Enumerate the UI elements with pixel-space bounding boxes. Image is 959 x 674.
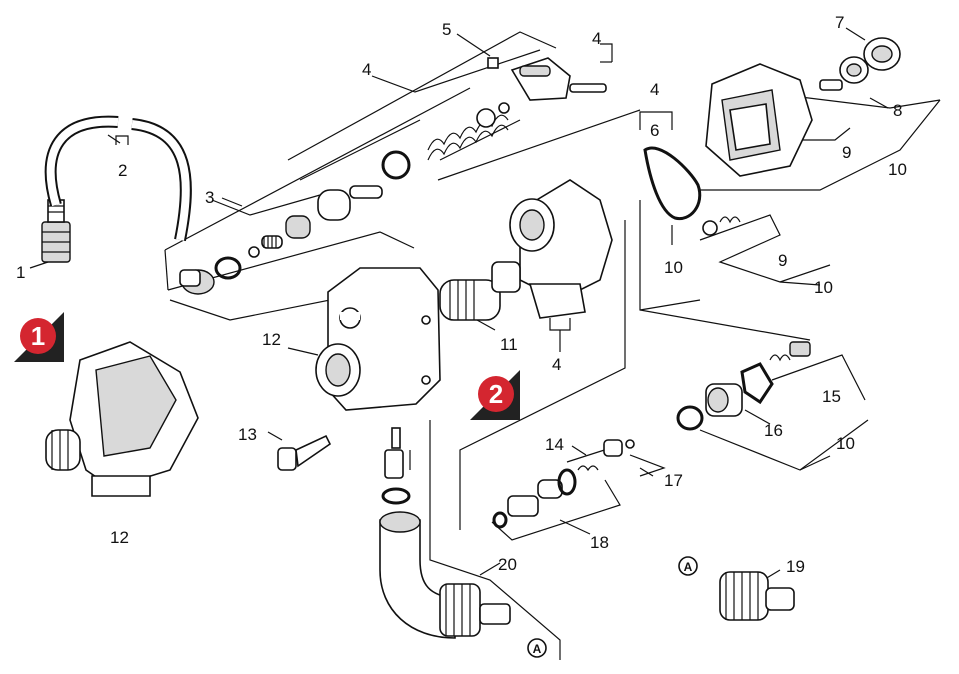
label-8: 8 — [893, 101, 902, 120]
valve-piston-parts — [317, 102, 510, 221]
valve-body-part — [509, 179, 613, 352]
housing-part — [315, 267, 441, 411]
label-11: 11 — [500, 335, 518, 354]
label-20: 20 — [498, 555, 517, 574]
coupling-part — [719, 571, 795, 621]
hose-part — [44, 115, 192, 242]
label-16: 16 — [764, 421, 783, 440]
label-4-top: 4 — [362, 60, 371, 79]
spring-valve-parts — [702, 216, 741, 236]
label-4-bracket: 4 — [592, 29, 601, 48]
threaded-nipple-part — [439, 261, 521, 321]
label-10-pump: 10 — [888, 160, 907, 179]
label-10-unloader: 10 — [836, 434, 855, 453]
label-14: 14 — [545, 435, 564, 454]
part-labels: 1 2 3 4 4 4 4 5 6 7 8 9 9 10 10 10 10 11… — [16, 13, 907, 576]
oval-seal-part — [643, 146, 702, 245]
label-10-seal: 10 — [664, 258, 683, 277]
badge-1: 1 — [14, 312, 64, 362]
label-6: 6 — [650, 121, 659, 140]
label-4-body: 4 — [552, 355, 561, 374]
label-9-top: 9 — [842, 143, 851, 162]
label-17: 17 — [664, 471, 683, 490]
valve-stem-parts — [492, 439, 635, 529]
label-1: 1 — [16, 263, 25, 282]
label-3: 3 — [205, 188, 214, 207]
svg-text:2: 2 — [489, 379, 503, 409]
strainer-part — [41, 199, 71, 263]
label-18: 18 — [590, 533, 609, 552]
label-7: 7 — [835, 13, 844, 32]
label-12-detail: 12 — [110, 528, 129, 547]
valve-small-parts — [179, 215, 311, 295]
label-10-spring: 10 — [814, 278, 833, 297]
screw-part — [277, 434, 332, 471]
check-valve-part — [381, 427, 411, 505]
ref-a-2: A — [678, 556, 698, 576]
unloader-parts — [676, 341, 811, 431]
pump-cap-parts — [819, 37, 901, 91]
label-12-housing: 12 — [262, 330, 281, 349]
label-4-seal: 4 — [650, 80, 659, 99]
label-15: 15 — [822, 387, 841, 406]
label-5: 5 — [442, 20, 451, 39]
elbow-pipe-part — [379, 511, 511, 639]
svg-text:A: A — [533, 642, 542, 656]
svg-text:1: 1 — [31, 321, 45, 351]
label-13: 13 — [238, 425, 257, 444]
label-19: 19 — [786, 557, 805, 576]
label-9-mid: 9 — [778, 251, 787, 270]
top-bracket-part — [487, 57, 607, 101]
label-2: 2 — [118, 161, 127, 180]
svg-text:A: A — [684, 560, 693, 574]
ref-a-1: A — [527, 638, 547, 658]
badge-2: 2 — [470, 370, 520, 420]
pump-head-part — [705, 63, 813, 177]
detail-housing-part — [45, 341, 199, 497]
